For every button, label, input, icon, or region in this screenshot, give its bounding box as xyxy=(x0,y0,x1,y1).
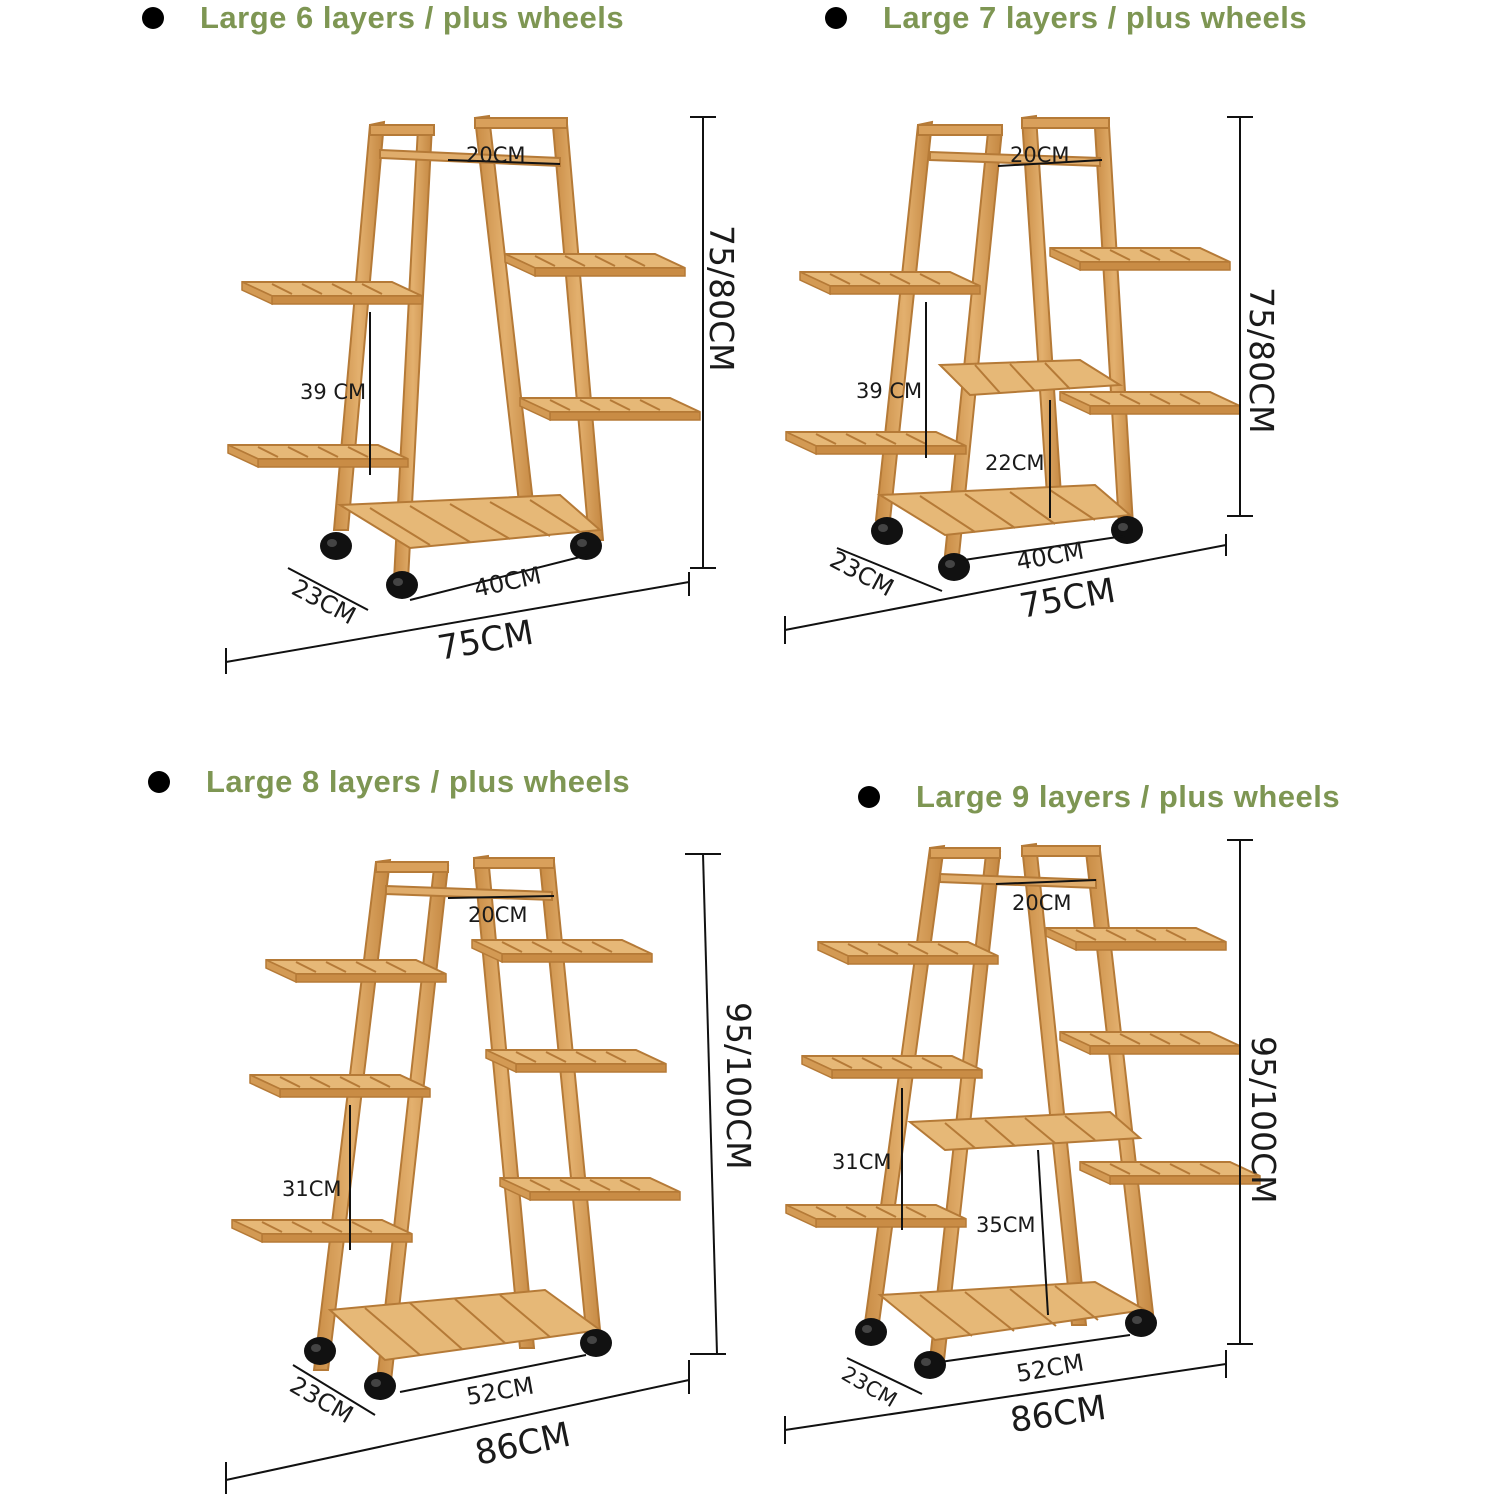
panel-heading: Large 7 layers / plus wheels xyxy=(825,0,1307,36)
wheel-icon xyxy=(580,1329,612,1357)
panel-9-layers: Large 9 layers / plus wheels xyxy=(750,750,1500,1500)
wheel-icon xyxy=(364,1372,396,1400)
panel-8-layers: Large 8 layers / plus wheels xyxy=(0,750,758,1500)
panel-title: Large 8 layers / plus wheels xyxy=(206,764,631,799)
wheel-icon xyxy=(871,517,903,545)
wheel-icon xyxy=(320,532,352,560)
panel-6-layers: Large 6 layers / plus wheels xyxy=(0,0,750,700)
panel-title: Large 7 layers / plus wheels xyxy=(883,0,1308,35)
wheel-icon xyxy=(386,571,418,599)
wheel-icon xyxy=(855,1318,887,1346)
dim-width: 86CM xyxy=(1008,1388,1109,1441)
bullet-icon xyxy=(858,786,880,808)
panel-7-layers: Large 7 layers / plus wheels xyxy=(750,0,1500,700)
plant-rack-6-diagram: 20CM 75/80CM 39 CM 23CM 40CM 75CM xyxy=(225,114,741,674)
dim-gap: 31CM xyxy=(832,1150,892,1174)
panel-title: Large 9 layers / plus wheels xyxy=(916,779,1341,814)
dim-height: 75/80CM xyxy=(702,225,741,372)
dim-depth: 23CM xyxy=(825,546,898,603)
wheel-icon xyxy=(938,553,970,581)
dim-width: 75CM xyxy=(435,613,537,669)
panel-heading: Large 8 layers / plus wheels xyxy=(148,764,630,800)
dimension-lines xyxy=(225,116,716,674)
panel-heading: Large 9 layers / plus wheels xyxy=(858,779,1340,815)
dim-inner: 40CM xyxy=(471,561,543,603)
dim-inner: 40CM xyxy=(1014,537,1086,576)
dim-top: 20CM xyxy=(468,903,528,927)
bullet-icon xyxy=(142,7,164,29)
dim-width: 75CM xyxy=(1017,571,1119,627)
dim-inner: 52CM xyxy=(1014,1349,1086,1388)
wheel-icon xyxy=(914,1351,946,1379)
dim-gap: 31CM xyxy=(282,1177,342,1201)
bullet-icon xyxy=(148,771,170,793)
plant-rack-8-diagram: 20CM 95/100CM 31CM 23CM 52CM 86CM xyxy=(225,853,758,1494)
dim-depth: 23CM xyxy=(285,1371,358,1429)
plant-rack-7-diagram: 20CM 75/80CM 39 CM 22CM 23CM 40CM 75CM xyxy=(784,114,1281,644)
panel-title: Large 6 layers / plus wheels xyxy=(200,0,625,35)
bullet-icon xyxy=(825,7,847,29)
dim-top: 20CM xyxy=(1012,891,1072,915)
dim-height: 95/100CM xyxy=(1244,1036,1283,1204)
dim-top: 20CM xyxy=(466,143,526,167)
wheel-icon xyxy=(304,1337,336,1365)
plant-rack-9-diagram: 20CM 95/100CM 31CM 35CM 23CM 52CM 86CM xyxy=(784,839,1283,1444)
dim-depth: 23CM xyxy=(287,574,360,631)
dim-top: 20CM xyxy=(1010,143,1070,167)
dim-gap: 39 CM xyxy=(300,380,366,404)
wheel-icon xyxy=(1125,1309,1157,1337)
dim-height: 75/80CM xyxy=(1242,287,1281,434)
panel-heading: Large 6 layers / plus wheels xyxy=(142,0,624,36)
wheel-icon xyxy=(1111,516,1143,544)
bottom-shelf xyxy=(336,493,603,550)
dim-height: 95/100CM xyxy=(719,1002,758,1170)
dim-gap: 39 CM xyxy=(856,379,922,403)
dim-gap2: 22CM xyxy=(985,451,1045,475)
dim-gap2: 35CM xyxy=(976,1213,1036,1237)
